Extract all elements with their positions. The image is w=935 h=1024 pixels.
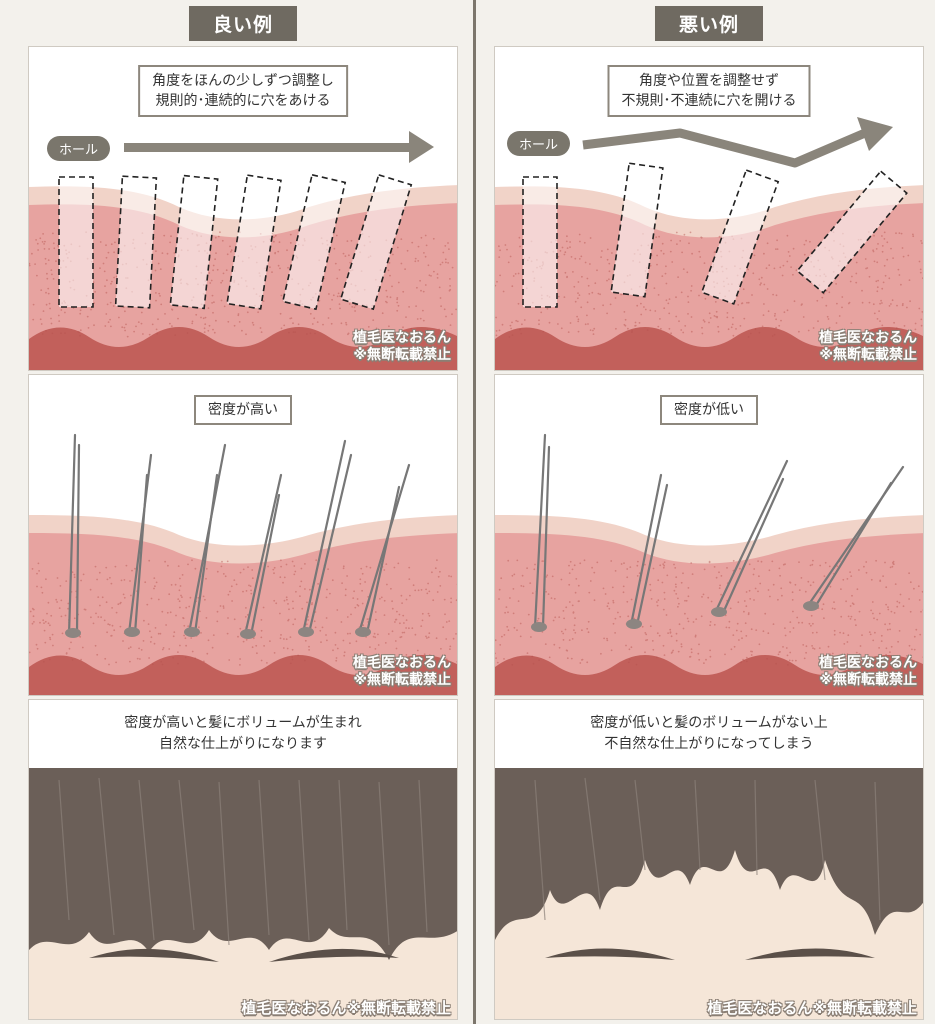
- bad-hole-illustration: [495, 117, 923, 370]
- good-result-panel: 密度が高いと髪にボリュームが生まれ 自然な仕上がりになります 植毛医なおるん※無…: [28, 699, 458, 1020]
- hair-strands: [533, 433, 905, 629]
- credit-watermark: 植毛医なおるん ※無断転載禁止: [819, 655, 917, 688]
- credit-watermark: 植毛医なおるん※無断転載禁止: [707, 999, 917, 1017]
- hair-strands: [67, 433, 411, 637]
- good-density-panel: 密度が高い 植毛医なおるん ※無断転載禁止: [28, 374, 458, 696]
- bad-example-title: 悪い例: [654, 6, 764, 41]
- bad-result-caption: 密度が低いと髪のボリュームがない上 不自然な仕上がりになってしまう: [495, 700, 923, 768]
- good-hole-panel: 角度をほんの少しずつ調整し 規則的･連続的に穴をあける ホール 植毛医なおるん …: [28, 46, 458, 371]
- bad-result-panel: 密度が低いと髪のボリュームがない上 不自然な仕上がりになってしまう 植毛医なおる…: [494, 699, 924, 1020]
- hole-slots: [58, 173, 413, 311]
- hole-label: ホール: [507, 131, 571, 156]
- good-density-callout: 密度が高い: [194, 395, 292, 425]
- good-hair-illustration: [29, 768, 457, 1019]
- bad-density-panel: 密度が低い 植毛医なおるん ※無断転載禁止: [494, 374, 924, 696]
- good-hole-callout: 角度をほんの少しずつ調整し 規則的･連続的に穴をあける: [138, 65, 348, 117]
- bad-density-illustration: [495, 433, 923, 695]
- hole-slots: [522, 162, 908, 308]
- good-density-illustration: [29, 433, 457, 695]
- good-result-caption: 密度が高いと髪にボリュームが生まれ 自然な仕上がりになります: [29, 700, 457, 768]
- good-hole-illustration: [29, 131, 457, 370]
- hole-arrow: [124, 131, 434, 163]
- credit-watermark: 植毛医なおるん ※無断転載禁止: [353, 655, 451, 688]
- bad-density-callout: 密度が低い: [660, 395, 758, 425]
- hole-arrow: [582, 128, 867, 168]
- good-example-column: 良い例 角度をほん: [28, 0, 458, 1024]
- credit-watermark: 植毛医なおるん ※無断転載禁止: [353, 330, 451, 363]
- credit-watermark: 植毛医なおるん ※無断転載禁止: [819, 330, 917, 363]
- bad-hair-illustration: [495, 768, 923, 1019]
- bad-hole-callout: 角度や位置を調整せず 不規則･不連続に穴を開ける: [607, 65, 811, 117]
- skin-texture: [495, 559, 923, 666]
- center-divider: [473, 0, 476, 1024]
- good-example-title: 良い例: [188, 6, 298, 41]
- bad-hole-panel: 角度や位置を調整せず 不規則･不連続に穴を開ける ホール 植毛医なおるん ※無断…: [494, 46, 924, 371]
- bad-example-column: 悪い例 角度や位置を調整せず 不規則･不連続に穴を: [494, 0, 924, 1024]
- hole-label: ホール: [47, 136, 111, 161]
- credit-watermark: 植毛医なおるん※無断転載禁止: [241, 999, 451, 1017]
